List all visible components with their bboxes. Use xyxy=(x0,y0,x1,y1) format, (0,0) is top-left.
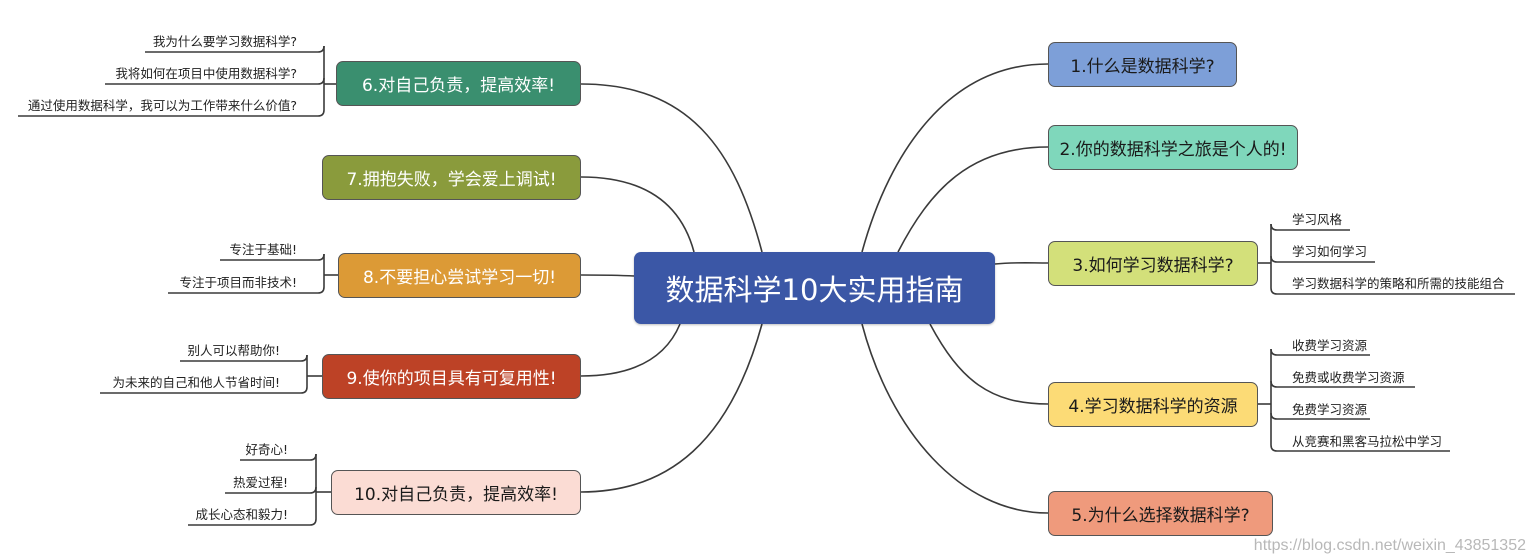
leaf-8-2: 专注于项目而非技术! xyxy=(179,275,297,290)
branch-connector-4 xyxy=(929,323,1049,405)
leaf-10-2: 热爱过程! xyxy=(232,475,288,490)
leaf-bracket-10-line-3 xyxy=(188,518,317,526)
leaf-4-2: 免费或收费学习资源 xyxy=(1292,370,1405,385)
branch-node-5: 5.为什么选择数据科学? xyxy=(1048,491,1273,536)
leaf-3-1: 学习风格 xyxy=(1292,212,1343,227)
central-topic: 数据科学10大实用指南 xyxy=(634,252,995,324)
leaf-4-1: 收费学习资源 xyxy=(1292,338,1368,353)
branch-connector-7 xyxy=(580,176,695,253)
branch-connector-1 xyxy=(861,63,1049,253)
leaf-bracket-6-line-3 xyxy=(18,109,325,117)
leaf-9-2: 为未来的自己和他人节省时间! xyxy=(112,375,280,390)
branch-node-7: 7.拥抱失败，学会爱上调试! xyxy=(322,155,581,200)
branch-node-9: 9.使你的项目具有可复用性! xyxy=(322,354,581,399)
leaf-6-2: 我将如何在项目中使用数据科学? xyxy=(115,66,297,81)
leaf-bracket-4-line-2 xyxy=(1270,380,1415,388)
leaf-bracket-3-line-2 xyxy=(1270,255,1375,263)
leaf-8-1: 专注于基础! xyxy=(229,242,297,257)
leaf-bracket-8-line-2 xyxy=(168,286,325,294)
branch-node-3: 3.如何学习数据科学? xyxy=(1048,241,1258,286)
branch-connector-5 xyxy=(861,323,1049,514)
leaf-6-1: 我为什么要学习数据科学? xyxy=(152,34,297,49)
leaf-bracket-4-line-1 xyxy=(1270,348,1370,356)
watermark: https://blog.csdn.net/weixin_43851352 xyxy=(1253,537,1526,554)
leaf-6-3: 通过使用数据科学，我可以为工作带来什么价值? xyxy=(27,98,297,113)
branch-node-8: 8.不要担心尝试学习一切! xyxy=(338,253,581,298)
leaf-4-3: 免费学习资源 xyxy=(1292,402,1368,417)
leaf-3-2: 学习如何学习 xyxy=(1292,244,1368,259)
leaf-bracket-4-line-4 xyxy=(1270,444,1450,452)
leaf-bracket-9-line-2 xyxy=(100,386,308,394)
leaf-bracket-3-line-1 xyxy=(1270,223,1350,231)
leaf-bracket-4-line-3 xyxy=(1270,412,1370,420)
leaf-4-4: 从竞赛和黑客马拉松中学习 xyxy=(1292,434,1443,449)
branch-connector-3 xyxy=(994,261,1049,265)
leaf-bracket-8-line-1 xyxy=(220,253,325,261)
leaf-bracket-10-line-1 xyxy=(240,453,317,461)
leaf-bracket-3-line-3 xyxy=(1270,287,1515,295)
leaf-bracket-6-line-2 xyxy=(105,77,325,85)
branch-node-10: 10.对自己负责，提高效率! xyxy=(331,470,581,515)
leaf-10-3: 成长心态和毅力! xyxy=(195,507,288,522)
branch-connector-9 xyxy=(580,323,681,377)
branch-connector-2 xyxy=(897,146,1049,253)
branch-node-6: 6.对自己负责，提高效率! xyxy=(336,61,581,106)
branch-connector-10 xyxy=(580,323,763,493)
branch-node-4: 4.学习数据科学的资源 xyxy=(1048,382,1258,427)
leaf-3-3: 学习数据科学的策略和所需的技能组合 xyxy=(1292,276,1505,291)
branch-connector-6 xyxy=(580,83,763,253)
branch-connector-8 xyxy=(580,274,635,277)
leaf-bracket-6-line-1 xyxy=(145,45,325,53)
leaf-bracket-10-line-2 xyxy=(225,486,317,494)
leaf-9-1: 别人可以帮助你! xyxy=(187,343,280,358)
leaf-bracket-9-line-1 xyxy=(180,354,308,362)
leaf-10-1: 好奇心! xyxy=(245,442,288,457)
branch-node-1: 1.什么是数据科学? xyxy=(1048,42,1237,87)
branch-node-2: 2.你的数据科学之旅是个人的! xyxy=(1048,125,1298,170)
